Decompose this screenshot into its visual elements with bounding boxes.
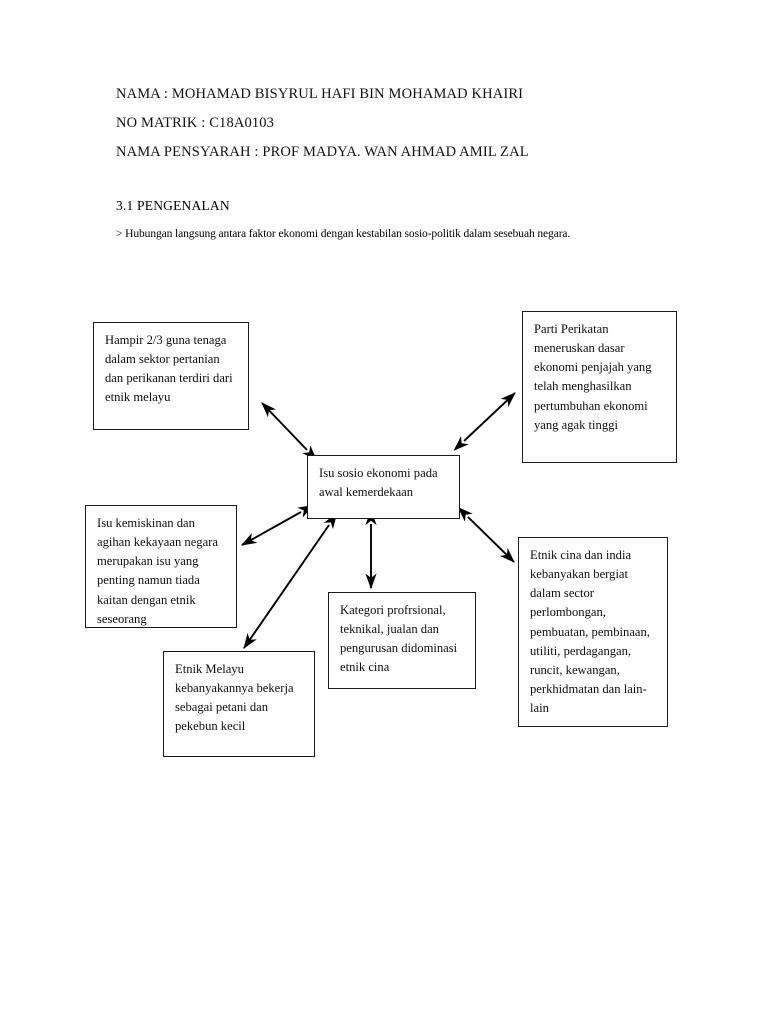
section-heading: 3.1 PENGENALAN (116, 198, 230, 213)
connector-center-melayu (243, 513, 338, 649)
node-parti-perikatan[interactable]: Parti Perikatan meneruskan dasar ekonomi… (522, 311, 677, 463)
connector-center-parti (453, 392, 516, 451)
connector-center-cina (457, 506, 515, 563)
lecturer-name-line: NAMA PENSYARAH : PROF MADYA. WAN AHMAD A… (116, 144, 529, 160)
node-professional-category[interactable]: Kategori profrsional, teknikal, jualan d… (328, 592, 476, 689)
connector-center-agri (261, 402, 317, 461)
section-bullet-text: > Hubungan langsung antara faktor ekonom… (116, 228, 571, 240)
node-chinese-indian-sectors[interactable]: Etnik cina dan india kebanyakan bergiat … (518, 537, 668, 727)
matric-number-line: NO MATRIK : C18A0103 (116, 115, 275, 131)
connector-center-poverty (241, 504, 314, 546)
student-name-line: NAMA : MOHAMAD BISYRUL HAFI BIN MOHAMAD … (116, 86, 524, 102)
node-malay-farmers[interactable]: Etnik Melayu kebanyakannya bekerja sebag… (163, 651, 315, 757)
node-agriculture-sector[interactable]: Hampir 2/3 guna tenaga dalam sektor pert… (93, 322, 249, 430)
node-poverty-wealth-distribution[interactable]: Isu kemiskinan dan agihan kekayaan negar… (85, 505, 237, 628)
node-central-topic[interactable]: Isu sosio ekonomi pada awal kemerdekaan (307, 455, 460, 519)
